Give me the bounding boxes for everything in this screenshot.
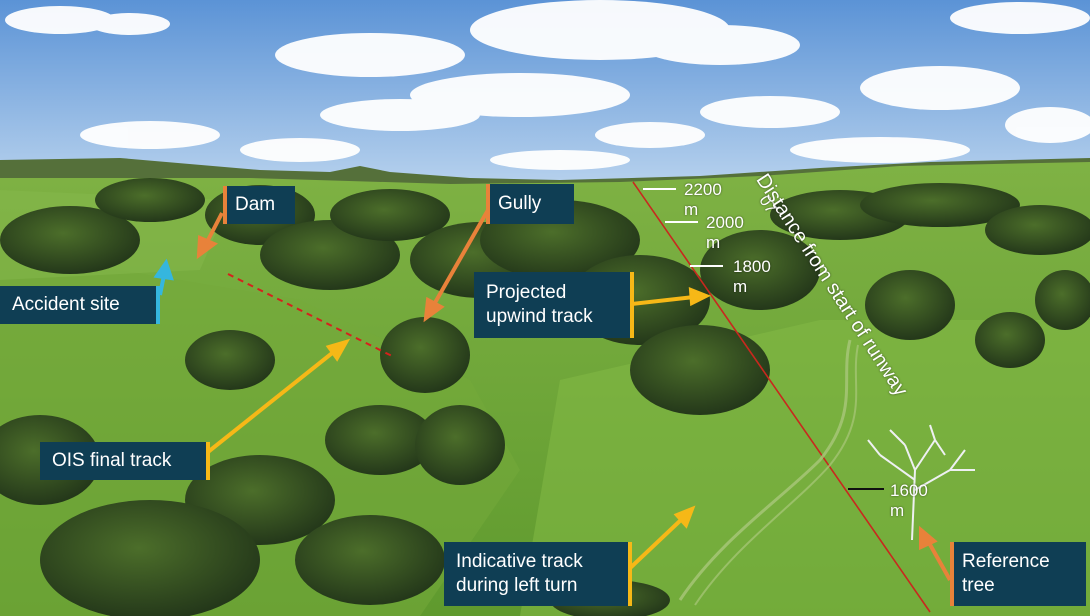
clouds — [5, 0, 1090, 170]
gully-label-text: Gully — [498, 193, 542, 214]
distance-1600-text: 1600 m — [890, 481, 928, 520]
yellow-arrows — [206, 286, 711, 572]
distance-2200: 2200 m — [684, 180, 722, 220]
projected-upwind-track-label: Projected upwind track — [474, 272, 634, 338]
reference-tree-label-text: Reference tree — [962, 551, 1050, 596]
dam-label: Dam — [223, 186, 295, 224]
gully-label: Gully — [486, 184, 574, 224]
reference-tree-label: Reference tree — [950, 542, 1086, 606]
cyan-arrow — [153, 258, 174, 296]
indicative-track-label-text: Indicative track during left turn — [456, 551, 583, 596]
distance-1800: 1800 m — [733, 257, 771, 297]
distance-2000-text: 2000 m — [706, 213, 744, 252]
dashed-track — [227, 273, 393, 357]
distance-1600: 1600 m — [890, 481, 928, 521]
distance-2000: 2000 m — [706, 213, 744, 253]
distance-ticks — [643, 188, 723, 267]
reference-dead-tree — [867, 424, 975, 541]
ois-final-track-label: OIS final track — [40, 442, 210, 480]
accident-site-label: Accident site — [0, 286, 160, 324]
distance-1800-text: 1800 m — [733, 257, 771, 296]
indicative-track-label: Indicative track during left turn — [444, 542, 632, 606]
accident-site-label-text: Accident site — [12, 294, 120, 315]
projected-upwind-track-label-text: Projected upwind track — [486, 282, 593, 327]
orange-arrows — [196, 209, 952, 581]
dam-label-text: Dam — [235, 194, 276, 215]
ois-final-track-label-text: OIS final track — [52, 450, 172, 471]
runway-centreline — [632, 181, 931, 613]
distance-2200-text: 2200 m — [684, 180, 722, 219]
